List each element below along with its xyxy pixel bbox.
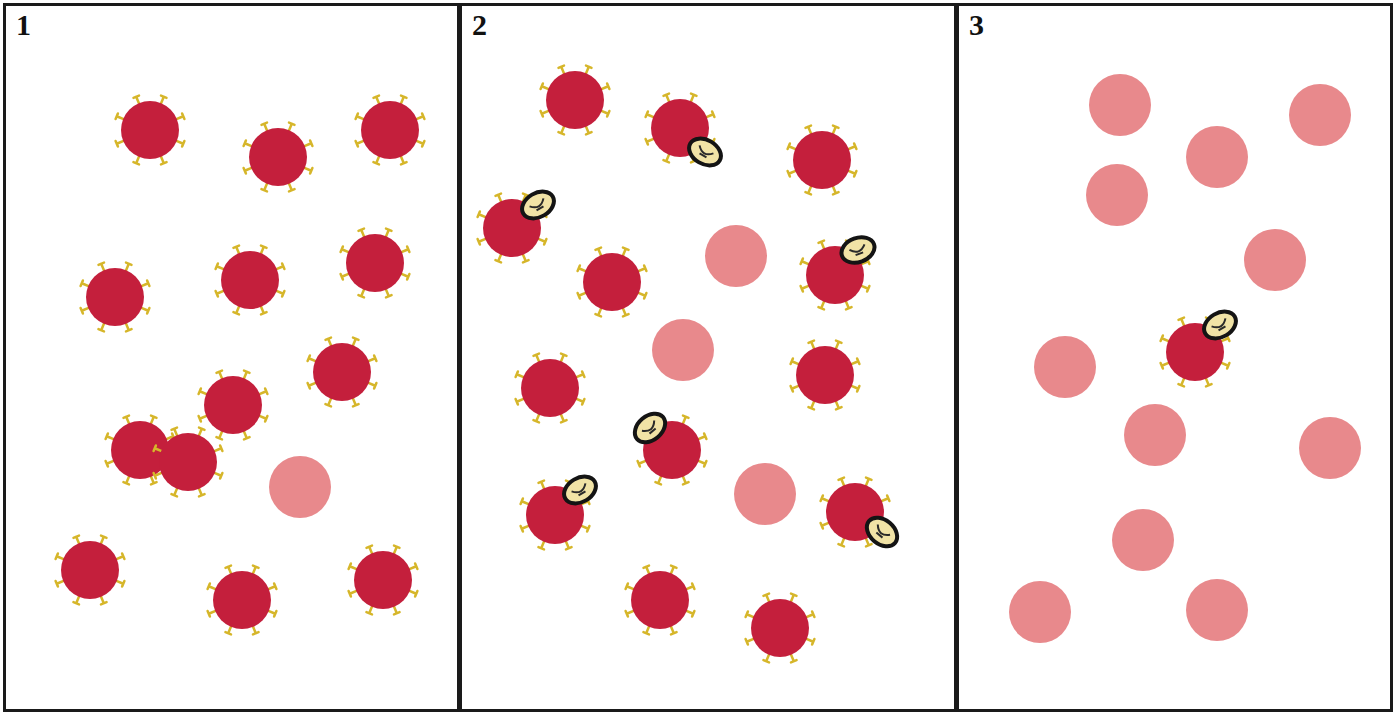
attached-particle [861,512,902,552]
particle-detail [696,145,713,159]
particle-detail [873,525,890,541]
particle-shell [861,512,902,552]
intact-cell [341,229,410,298]
lysed-cell [1186,579,1248,641]
cell-body [86,268,144,326]
intact-cell [244,123,313,192]
attached-particle [559,471,600,509]
cell-body [213,571,271,629]
cell-body [521,359,579,417]
lysed-cell [1086,164,1148,226]
cell-body [796,346,854,404]
intact-cell [308,338,377,407]
intact-cell [154,428,223,497]
lysed-cell [1244,229,1306,291]
lysed-cell [1289,84,1351,146]
particle-shell [517,186,558,224]
intact-cell [626,566,695,635]
cell-body [631,571,689,629]
intact-cell [356,96,425,165]
particle-shell [838,233,878,267]
intact-cells [56,66,1230,663]
particle-detail [1212,318,1229,332]
intact-cell [801,241,870,310]
intact-cell [81,263,150,332]
lysed-cell [1112,509,1174,571]
lysed-cell [1186,126,1248,188]
intact-cell [199,371,268,440]
cell-body [361,101,419,159]
lysed-cell [1034,336,1096,398]
panel-frame: 2 [459,3,957,712]
attached-particles [517,133,1240,552]
lysed-cell [705,225,767,287]
attached-particle [629,408,670,448]
cell-body [221,251,279,309]
intact-cell [791,341,860,410]
panel-number: 2 [472,10,487,40]
intact-cell [788,126,857,195]
intact-cell [208,566,277,635]
particle-detail [642,421,659,437]
lysed-cell [1124,404,1186,466]
lysed-cells [269,74,1361,643]
particle-shell [1199,306,1240,344]
lysed-cell [1299,417,1361,479]
intact-cell [116,96,185,165]
panel-number: 3 [969,10,984,40]
particle-shell [629,408,670,448]
intact-cell [216,246,285,315]
intact-cell [541,66,610,135]
panel-frame: 3 [956,3,1393,712]
attached-particle [838,233,878,267]
particle-detail [572,483,589,497]
panel-frame: 1 [3,3,460,712]
cell-body [346,234,404,292]
intact-cell [746,594,815,663]
cell-body [354,551,412,609]
particle-shell [559,471,600,509]
cell-body [249,128,307,186]
cell-body [793,131,851,189]
intact-cell [516,354,585,423]
particle-detail [530,198,547,212]
cell-body [159,433,217,491]
intact-cell [349,546,418,615]
cell-body [121,101,179,159]
intact-cell [1161,318,1230,387]
cell-body [546,71,604,129]
particle-detail [849,244,866,256]
attached-particle [517,186,558,224]
cell-body [313,343,371,401]
cell-body [61,541,119,599]
cell-body [204,376,262,434]
lysed-cell [269,456,331,518]
attached-particle [1199,306,1240,344]
lysed-cell [1089,74,1151,136]
lysed-cell [652,319,714,381]
particle-shell [684,133,725,171]
panel-number: 1 [16,10,31,40]
cell-body [751,599,809,657]
lysed-cell [734,463,796,525]
intact-cell [578,248,647,317]
attached-particle [684,133,725,171]
lysed-cell [1009,581,1071,643]
intact-cell [56,536,125,605]
intact-cell [646,94,715,163]
cell-body [583,253,641,311]
